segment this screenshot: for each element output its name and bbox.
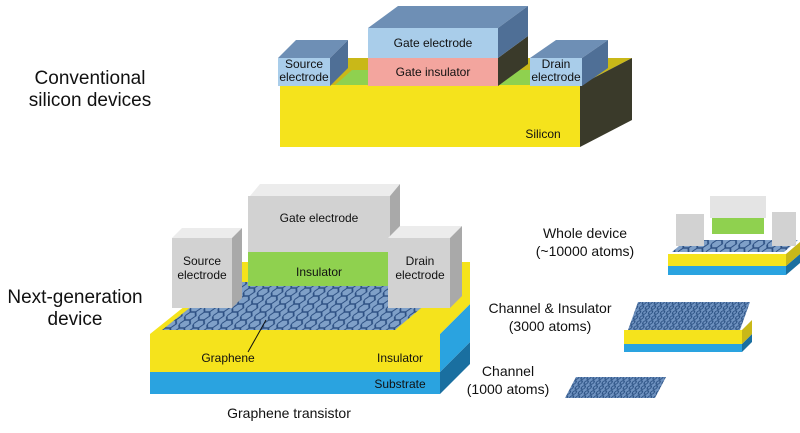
ng-source-label-1: Source xyxy=(183,254,221,268)
ng-drain-side xyxy=(450,226,462,308)
whole-substrate xyxy=(668,266,786,275)
conventional-title-1: Conventional xyxy=(35,68,146,89)
whole-substrate-side xyxy=(786,254,800,275)
conv-source-label-2: electrode xyxy=(279,70,329,84)
graphene-pointer xyxy=(247,319,267,353)
ng-insulator-top-label: Insulator xyxy=(296,265,342,279)
substrate-side xyxy=(440,342,470,394)
channel-label-1: Channel xyxy=(482,363,534,379)
ci-insulator-side xyxy=(742,320,752,344)
whole-device-model xyxy=(668,196,800,275)
channel-model xyxy=(565,377,666,398)
insulator-side xyxy=(440,304,470,372)
whole-drain xyxy=(772,212,796,246)
graphene-transistor-caption: Graphene transistor xyxy=(227,405,351,421)
ng-insulator-layer-label: Insulator xyxy=(377,351,423,365)
source-side xyxy=(330,40,348,86)
insulator-layer xyxy=(150,334,440,372)
ci-channel xyxy=(628,302,750,330)
source-top xyxy=(278,40,348,58)
ng-gate-electrode-label: Gate electrode xyxy=(280,211,359,225)
conv-gate-insulator-label: Gate insulator xyxy=(396,65,471,79)
ng-drain-electrode xyxy=(388,238,450,308)
whole-insulator-top xyxy=(712,218,764,234)
next-gen-title-2: device xyxy=(48,309,103,330)
next-gen-title-1: Next-generation xyxy=(7,287,142,308)
conv-silicon-label: Silicon xyxy=(525,127,560,141)
channel-insulator-label-2: (3000 atoms) xyxy=(509,318,591,334)
conv-source-label-1: Source xyxy=(285,57,323,71)
drain-electrode xyxy=(530,58,582,86)
substrate-layer xyxy=(150,372,440,394)
gate-side xyxy=(498,6,528,58)
top-insulator xyxy=(248,252,390,286)
whole-device-label-2: (~10000 atoms) xyxy=(536,243,634,259)
ci-insulator xyxy=(624,330,742,344)
silicon-front xyxy=(280,85,580,147)
ng-substrate-label: Substrate xyxy=(374,377,426,391)
silicon-side xyxy=(580,58,632,147)
ci-substrate xyxy=(624,344,742,352)
channel-label-2: (1000 atoms) xyxy=(467,381,549,397)
ng-graphene-label: Graphene xyxy=(201,351,255,365)
gate-top xyxy=(368,6,528,28)
whole-insulator-side xyxy=(786,242,800,266)
ng-source-top xyxy=(172,228,242,238)
whole-source xyxy=(676,214,704,246)
gate-insulator-side xyxy=(498,36,528,86)
conv-drain-label-1: Drain xyxy=(542,57,571,71)
conv-gate-electrode-label: Gate electrode xyxy=(394,36,473,50)
conventional-title-2: silicon devices xyxy=(29,90,152,111)
ng-drain-label-2: electrode xyxy=(395,268,445,282)
drain-side xyxy=(582,40,608,86)
ng-gate-electrode xyxy=(248,196,390,252)
ci-substrate-side xyxy=(742,334,752,352)
gate-insulator xyxy=(368,58,498,86)
ng-source-side xyxy=(232,228,242,308)
conv-drain-label-2: electrode xyxy=(531,70,581,84)
source-electrode xyxy=(278,58,330,86)
ng-gate-cap xyxy=(250,184,400,196)
whole-device-label-1: Whole device xyxy=(543,225,627,241)
conventional-device: Gate electrode Gate insulator Source ele… xyxy=(278,6,632,147)
whole-gate xyxy=(710,196,766,218)
ng-drain-label-1: Drain xyxy=(406,254,435,268)
channel-insulator-label-1: Channel & Insulator xyxy=(489,300,612,316)
whole-insulator xyxy=(668,254,786,266)
channel-insulator-model xyxy=(624,302,752,352)
ng-source-label-2: electrode xyxy=(177,268,227,282)
ng-source-electrode xyxy=(172,238,232,308)
gate-electrode xyxy=(368,28,498,58)
graphene-transistor: Gate electrode Insulator Source electrod… xyxy=(150,184,470,394)
ng-drain-top xyxy=(388,226,462,238)
channel-atoms xyxy=(565,377,666,398)
